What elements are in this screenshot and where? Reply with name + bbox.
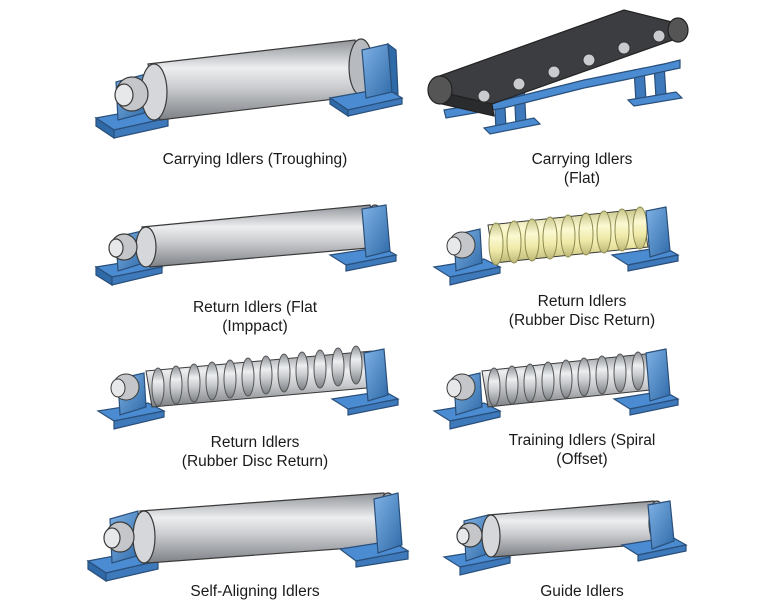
spiral-coils [487,351,645,407]
caption-return-rubber-grey: Return Idlers (Rubber Disc Return) [181,434,329,470]
caption-return-flat-impact: Return Idlers (Flat (Imppact) [192,299,318,335]
caption-carrying-troughing: Carrying Idlers (Troughing) [162,151,348,168]
roller [114,38,374,121]
caption-training-spiral: Training Idlers (Spiral (Offset) [508,432,656,468]
panel-carrying-troughing: Carrying Idlers (Troughing) [0,0,404,190]
return-idler-flat-impact-icon [94,204,398,287]
panel-return-flat-impact: Return Idlers (Flat (Imppact) [0,195,398,345]
panel-carrying-flat: Carrying Idlers (Flat) [384,0,768,190]
conveyor-frame [443,59,684,135]
right-bracket [328,42,404,118]
idler-rolls [477,29,666,103]
carrying-idler-flat-icon [427,9,689,135]
panel-return-rubber-grey: Return Idlers (Rubber Disc Return) [0,345,400,475]
guide-idler-icon [442,500,688,576]
caption-guide: Guide Idlers [540,583,624,600]
carrying-idler-troughing-icon [94,38,404,140]
training-idler-spiral-icon [432,348,680,430]
panel-training-spiral: Training Idlers (Spiral (Offset) [384,345,768,475]
self-aligning-idler-icon [86,492,410,583]
caption-self-aligning: Self-Aligning Idlers [190,583,320,600]
belt [427,9,689,117]
return-idler-rubber-disc-yellow-icon [432,206,680,286]
rubber-discs [151,345,363,407]
panel-guide: Guide Idlers [384,475,768,614]
panel-self-aligning: Self-Aligning Idlers [0,475,410,614]
panel-return-rubber-yellow: Return Idlers (Rubber Disc Return) [384,195,768,345]
caption-return-rubber-yellow: Return Idlers (Rubber Disc Return) [508,293,656,329]
return-idler-rubber-disc-icon [96,345,400,430]
caption-carrying-flat: Carrying Idlers (Flat) [531,151,633,187]
